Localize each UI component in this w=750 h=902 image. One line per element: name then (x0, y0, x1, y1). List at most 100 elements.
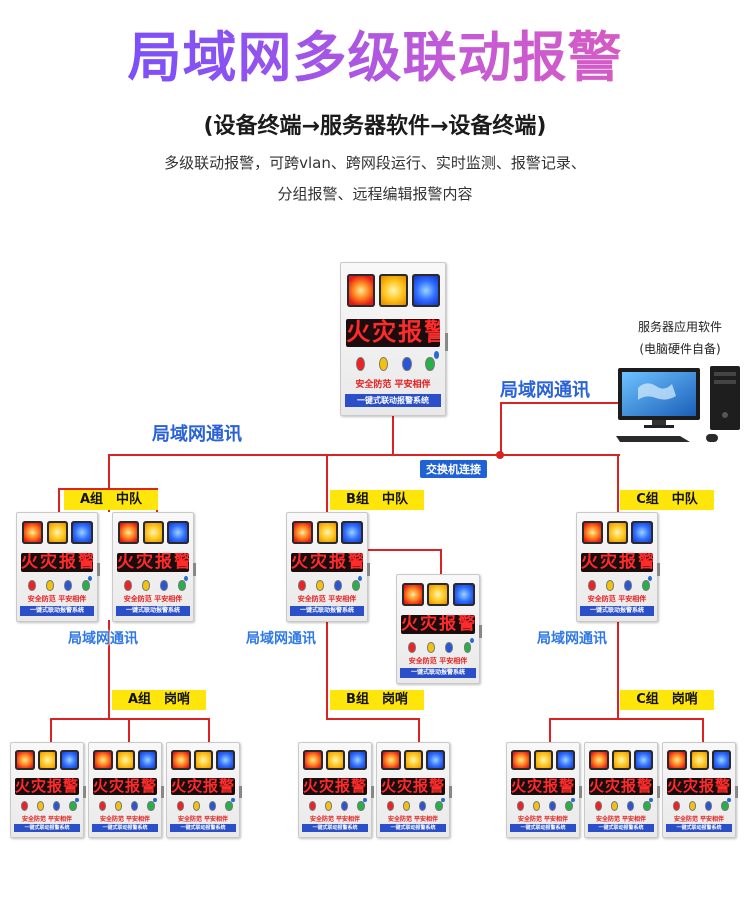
status-led-icon (571, 797, 575, 803)
device-footer: 一键式联动报警系统 (400, 667, 476, 678)
device-tagline: 安全防范 平安相伴 (673, 815, 725, 823)
lan-label-c: 局域网通讯 (537, 631, 607, 647)
yellow-alarm-button (193, 801, 201, 811)
red-alarm-button (177, 801, 185, 811)
a-post-device-1: 火灾报警安全防范 平安相伴一键式联动报警系统 (10, 742, 86, 838)
group-c-team-label: C组 中队 (620, 490, 714, 510)
red-alarm-button (673, 801, 681, 811)
device-tagline: 安全防范 平安相伴 (595, 815, 647, 823)
green-alarm-button (81, 579, 90, 591)
red-lamp-icon (117, 520, 140, 545)
device-hinge (367, 562, 370, 576)
main-alarm-device: 火灾报警安全防范 平安相伴一键式联动报警系统 (340, 262, 448, 416)
yellow-alarm-button (115, 801, 123, 811)
green-alarm-button (177, 579, 186, 591)
blue-lamp-icon (347, 749, 368, 771)
red-lamp-icon (589, 749, 609, 771)
status-led-icon (358, 575, 363, 582)
device-tagline: 安全防范 平安相伴 (309, 815, 361, 823)
device-tagline: 安全防范 平安相伴 (408, 656, 468, 665)
red-lamp-icon (303, 749, 323, 771)
device-footer: 一键式联动报警系统 (345, 393, 441, 408)
alarm-display: 火灾报警 (666, 777, 732, 795)
yellow-alarm-button (606, 579, 614, 591)
yellow-lamp-icon (325, 749, 346, 771)
group-b-post-label: B组 岗哨 (330, 690, 424, 710)
button-row (585, 579, 650, 591)
device-tagline: 安全防范 平安相伴 (587, 594, 647, 603)
switch-label: 交换机连接 (420, 460, 487, 478)
device-footer: 一键式联动报警系统 (587, 823, 655, 833)
blue-lamp-icon (425, 749, 446, 771)
yellow-lamp-icon (533, 749, 554, 771)
device-hinge (97, 562, 100, 576)
red-lamp-icon (347, 273, 376, 308)
yellow-alarm-button (46, 579, 54, 591)
device-hinge (161, 786, 164, 798)
device-hinge (579, 786, 582, 798)
a-team-device-2: 火灾报警安全防范 平安相伴一键式联动报警系统 (112, 512, 196, 622)
yellow-lamp-icon (611, 749, 632, 771)
alarm-display: 火灾报警 (380, 777, 446, 795)
blue-alarm-button (705, 801, 713, 811)
blue-alarm-button (53, 801, 61, 811)
alarm-display: 火灾报警 (170, 777, 236, 795)
blue-alarm-button (334, 579, 342, 591)
a-team-device-1: 火灾报警安全防范 平安相伴一键式联动报警系统 (16, 512, 100, 622)
blue-alarm-button (131, 801, 139, 811)
red-alarm-button (595, 801, 603, 811)
alarm-display: 火灾报警 (302, 777, 368, 795)
device-hinge (657, 786, 660, 798)
button-row (174, 801, 233, 811)
group-c-post-label: C组 岗哨 (620, 690, 714, 710)
red-lamp-icon (15, 749, 35, 771)
device-footer: 一键式联动报警系统 (580, 605, 654, 616)
green-alarm-button (147, 801, 155, 811)
yellow-lamp-icon (46, 520, 69, 545)
blue-lamp-icon (215, 749, 236, 771)
alarm-display: 火灾报警 (346, 319, 440, 347)
red-lamp-icon (667, 749, 687, 771)
green-alarm-button (435, 801, 443, 811)
yellow-lamp-icon (427, 582, 450, 607)
device-tagline: 安全防范 平安相伴 (177, 815, 229, 823)
status-led-icon (441, 797, 445, 803)
status-led-icon (648, 575, 653, 582)
alarm-display: 火灾报警 (21, 552, 93, 573)
c-post-device-3: 火灾报警安全防范 平安相伴一键式联动报警系统 (662, 742, 738, 838)
blue-alarm-button (627, 801, 635, 811)
red-lamp-icon (291, 520, 314, 545)
status-led-icon (231, 797, 235, 803)
green-alarm-button (565, 801, 573, 811)
red-lamp-icon (511, 749, 531, 771)
blue-lamp-icon (633, 749, 654, 771)
status-led-icon (649, 797, 653, 803)
red-lamp-icon (581, 520, 604, 545)
status-led-icon (75, 797, 79, 803)
button-row (514, 801, 573, 811)
a-post-device-2: 火灾报警安全防范 平安相伴一键式联动报警系统 (88, 742, 164, 838)
blue-alarm-button (402, 357, 412, 372)
lan-label-b: 局域网通讯 (246, 631, 316, 647)
blue-alarm-button (624, 579, 632, 591)
status-led-icon (184, 575, 189, 582)
yellow-alarm-button (611, 801, 619, 811)
computer-icon (616, 366, 740, 442)
b-post-device-1: 火灾报警安全防范 平安相伴一键式联动报警系统 (298, 742, 374, 838)
red-alarm-button (588, 579, 596, 591)
button-row (592, 801, 651, 811)
device-tagline: 安全防范 平安相伴 (355, 380, 431, 390)
blue-lamp-icon (631, 520, 653, 545)
server-computer (614, 362, 748, 444)
b-team-device-1: 火灾报警安全防范 平安相伴一键式联动报警系统 (286, 512, 370, 622)
alarm-display: 火灾报警 (510, 777, 576, 795)
device-footer: 一键式联动报警系统 (290, 605, 364, 616)
alarm-display: 火灾报警 (581, 552, 653, 573)
red-lamp-icon (93, 749, 113, 771)
green-alarm-button (425, 357, 435, 372)
device-footer: 一键式联动报警系统 (20, 605, 94, 616)
blue-alarm-button (64, 579, 72, 591)
red-alarm-button (21, 801, 29, 811)
description-line-2: 分组报警、远程编辑报警内容 (277, 185, 473, 203)
red-lamp-icon (171, 749, 191, 771)
